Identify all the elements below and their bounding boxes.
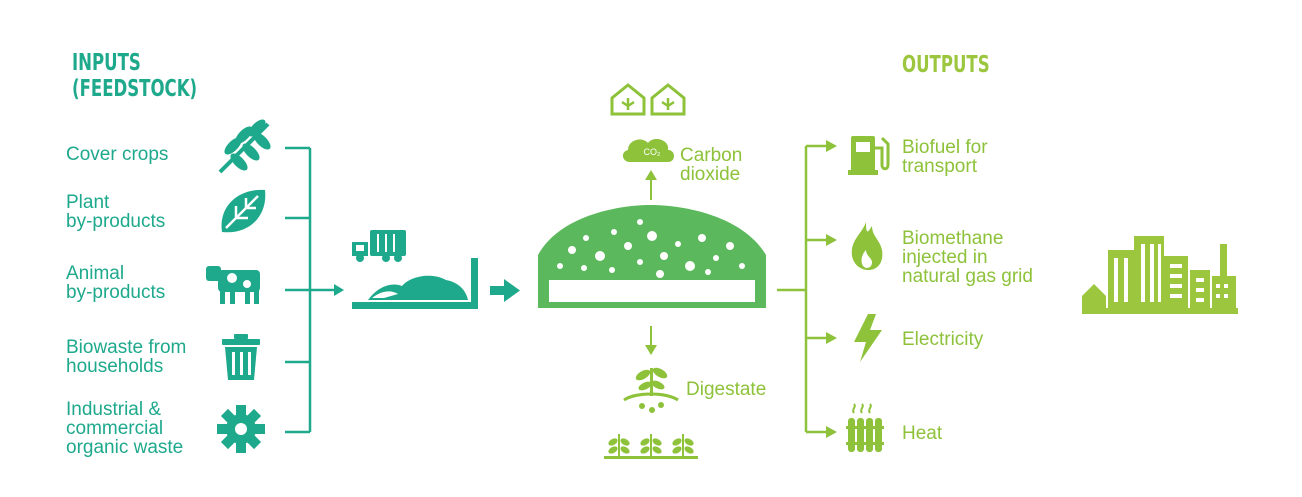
inputs-heading-line1: INPUTS [72,50,141,76]
flame-icon [851,222,883,270]
lightning-icon [854,314,882,362]
fuel-pump-icon [848,136,890,175]
trash-bin-icon [222,334,260,380]
greenhouse-icon [610,83,686,116]
feedstock-pile-icon [352,258,478,309]
truck-icon [352,230,406,262]
arrow-head [334,284,344,296]
gear-icon [217,405,265,453]
outputs-heading: OUTPUTS [902,52,990,78]
co2-cloud-icon [622,139,674,162]
up-arrow [645,170,657,200]
down-arrow [645,326,657,355]
input-label-animal-by-products: Animal by-products [66,263,166,303]
city-skyline-icon [1082,236,1238,314]
carbon-dioxide-label: Carbon dioxide [680,145,743,185]
big-arrow [490,279,520,302]
output-label-biomethane: Biomethane injected in natural gas grid [902,228,1033,287]
inputs-heading-line2: (FEEDSTOCK) [72,76,198,102]
output-arrow-heads [826,140,837,438]
input-label-biowaste: Biowaste from households [66,337,187,377]
input-label-plant-by-products: Plant by-products [66,192,166,232]
output-label-heat: Heat [902,423,943,444]
digestate-label: Digestate [686,379,767,400]
output-connector [777,144,828,434]
radiator-icon [846,403,884,452]
input-label-industrial-waste: Industrial & commercial organic waste [66,399,184,458]
co2-symbol: CO₂ [643,147,661,157]
wheat-icon [218,119,271,174]
leaf-icon [221,189,266,233]
inputs-heading: INPUTS (FEEDSTOCK) [72,50,197,102]
cow-icon [206,266,260,304]
input-label-cover-crops: Cover crops [66,144,169,165]
output-label-electricity: Electricity [902,329,984,350]
digester-tank [538,205,766,308]
crops-row-icon [604,434,698,459]
output-label-biofuel: Biofuel for transport [902,137,988,177]
input-connector [285,146,336,434]
sprout-soil-icon [623,367,679,413]
